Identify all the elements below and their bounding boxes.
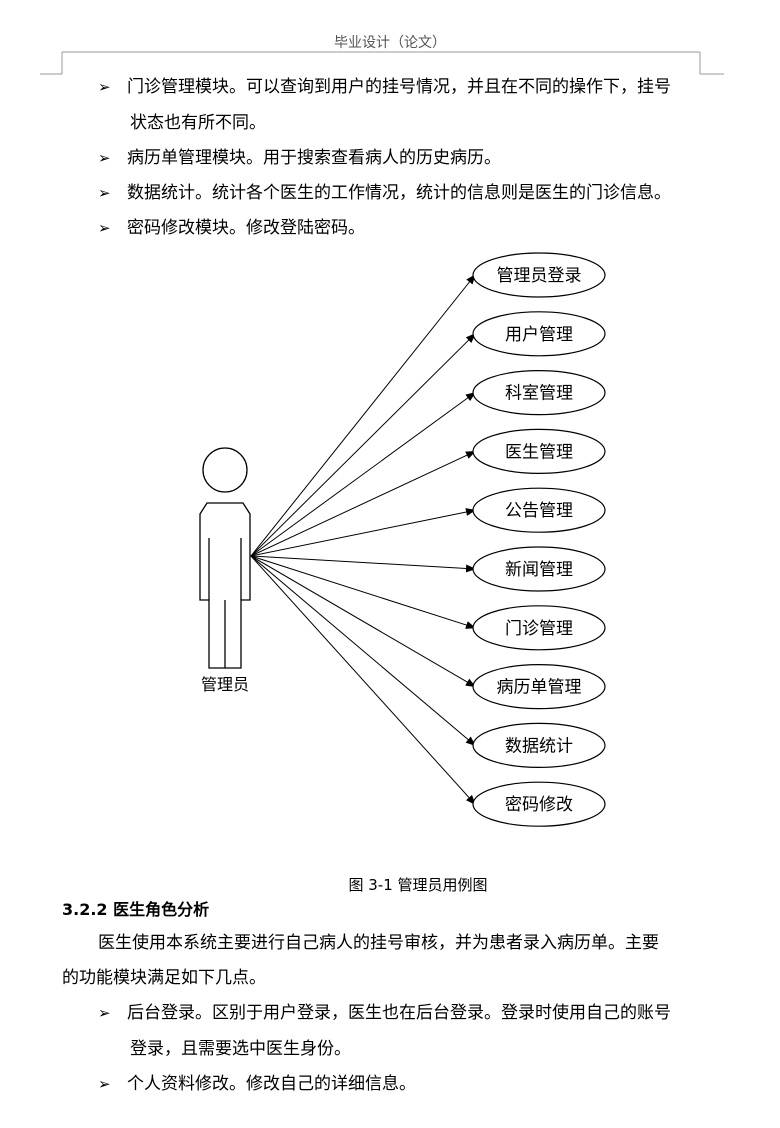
- arrow-bullet-icon: ➢: [98, 149, 111, 167]
- association-arrow: [250, 555, 476, 629]
- use-case-label: 密码修改: [505, 795, 573, 815]
- use-case-label: 门诊管理: [505, 619, 573, 639]
- use-case-ellipse: [472, 370, 606, 416]
- association-arrow: [250, 555, 476, 688]
- use-case-group: 管理员登录用户管理科室管理医生管理公告管理新闻管理门诊管理病历单管理数据统计密码…: [472, 252, 606, 827]
- bullet-text: 门诊管理模块。可以查询到用户的挂号情况，并且在不同的操作下，挂号: [127, 77, 671, 97]
- use-case-label: 新闻管理: [505, 560, 573, 580]
- association-arrow: [250, 274, 476, 557]
- use-case: 密码修改: [472, 781, 606, 827]
- use-case: 数据统计: [472, 722, 606, 768]
- bullet-text: 后台登录。区别于用户登录，医生也在后台登录。登录时使用自己的账号: [127, 1003, 671, 1023]
- actor-figure: [199, 447, 251, 669]
- use-case: 用户管理: [472, 311, 606, 357]
- association-arrows: [250, 274, 476, 805]
- use-case-ellipse: [472, 487, 606, 533]
- use-case-diagram: 管理员 管理员登录用户管理科室管理医生管理公告管理新闻管理门诊管理病历单管理数据…: [199, 252, 606, 827]
- use-case-ellipse: [472, 664, 606, 710]
- use-case-ellipse: [472, 546, 606, 592]
- use-case-label: 医生管理: [505, 442, 573, 462]
- use-case: 医生管理: [472, 428, 606, 474]
- arrow-bullet-icon: ➢: [98, 184, 111, 202]
- use-case-ellipse: [472, 722, 606, 768]
- use-case-ellipse: [472, 781, 606, 827]
- use-case-ellipse: [472, 311, 606, 357]
- use-case: 门诊管理: [472, 605, 606, 651]
- header-rule: [40, 51, 724, 75]
- association-arrow: [250, 508, 476, 557]
- use-case-ellipse: [472, 605, 606, 651]
- bullet-text: 密码修改模块。修改登陆密码。: [127, 218, 365, 238]
- association-arrow: [250, 555, 476, 805]
- association-arrow: [250, 450, 476, 557]
- arrow-bullet-icon: ➢: [98, 1075, 111, 1093]
- page-header-title: 毕业设计（论文）: [334, 35, 446, 51]
- association-arrow: [250, 555, 476, 747]
- use-case-label: 管理员登录: [497, 266, 582, 286]
- paragraph-line: 医生使用本系统主要进行自己病人的挂号审核，并为患者录入病历单。主要: [98, 933, 659, 953]
- bullet-text: 个人资料修改。修改自己的详细信息。: [127, 1074, 416, 1094]
- association-arrow: [250, 333, 476, 557]
- use-case-ellipse: [472, 428, 606, 474]
- use-case-label: 用户管理: [505, 325, 573, 345]
- paragraph-line: 的功能模块满足如下几点。: [62, 968, 266, 988]
- section-heading: 3.2.2 医生角色分析: [62, 900, 210, 919]
- use-case: 管理员登录: [472, 252, 606, 298]
- use-case: 公告管理: [472, 487, 606, 533]
- association-arrow: [250, 555, 476, 573]
- use-case-label: 病历单管理: [497, 678, 582, 698]
- use-case-label: 公告管理: [505, 501, 573, 521]
- association-arrow: [250, 392, 476, 557]
- figure-caption: 图 3-1 管理员用例图: [348, 876, 488, 894]
- use-case: 新闻管理: [472, 546, 606, 592]
- arrow-bullet-icon: ➢: [98, 1004, 111, 1022]
- use-case-label: 科室管理: [505, 384, 573, 404]
- use-case-ellipse: [472, 252, 606, 298]
- bullet-continuation: 状态也有所不同。: [130, 113, 266, 133]
- arrow-bullet-icon: ➢: [98, 219, 111, 237]
- bullet-text: 数据统计。统计各个医生的工作情况，统计的信息则是医生的门诊信息。: [127, 183, 671, 203]
- use-case-label: 数据统计: [505, 736, 573, 756]
- use-case: 科室管理: [472, 370, 606, 416]
- bullet-text: 病历单管理模块。用于搜索查看病人的历史病历。: [127, 148, 501, 168]
- use-case: 病历单管理: [472, 664, 606, 710]
- actor-label: 管理员: [201, 675, 249, 694]
- bullet-continuation: 登录，且需要选中医生身份。: [130, 1039, 351, 1059]
- arrow-bullet-icon: ➢: [98, 78, 111, 96]
